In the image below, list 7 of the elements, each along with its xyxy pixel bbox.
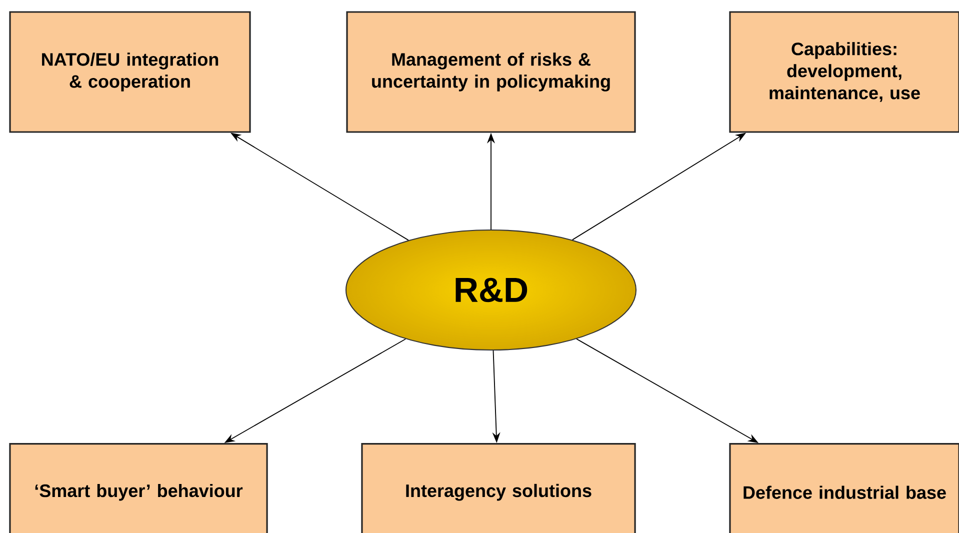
process-box: ‘Smart buyer’ behaviour (9, 443, 268, 533)
process-box: Management of risks & uncertainty in policymaking (346, 11, 636, 133)
process-box: Defence industrial base (729, 443, 959, 533)
ellipse-node: R&D (345, 229, 637, 351)
process-box: Interagency solutions (361, 443, 636, 533)
process-box: Capabilities: development, maintenance, use (729, 11, 959, 133)
process-box: NATO/EU integration & cooperation (9, 11, 251, 133)
